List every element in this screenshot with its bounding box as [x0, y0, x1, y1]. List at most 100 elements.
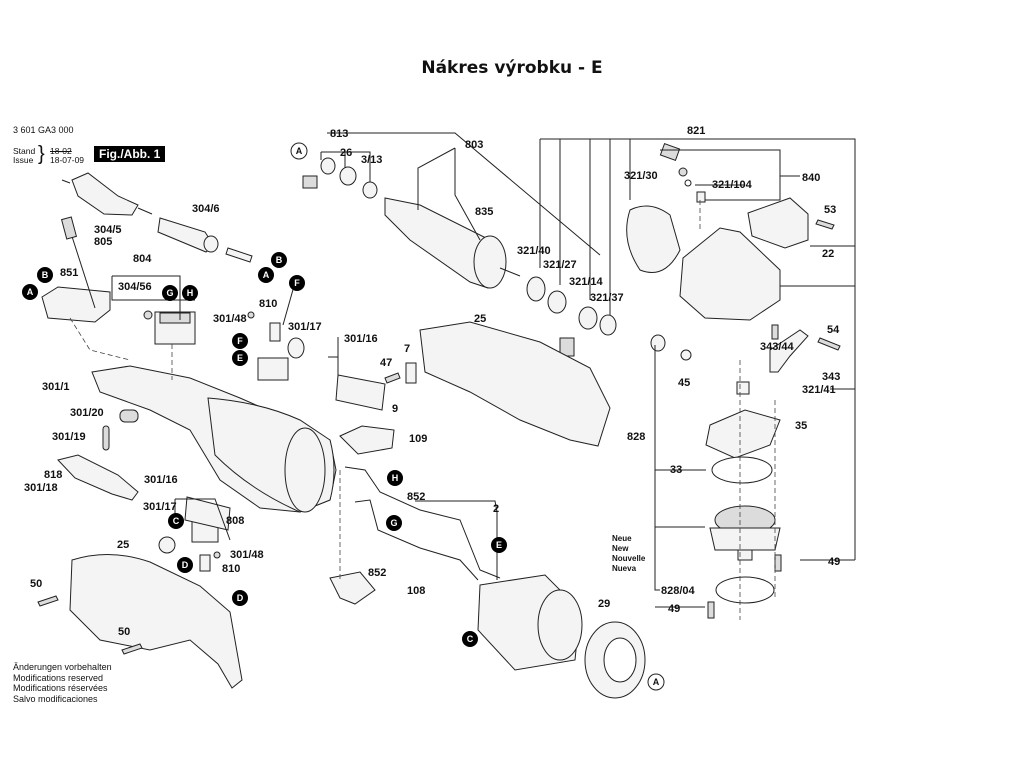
connector-marker-b: B	[271, 252, 287, 268]
ring	[547, 290, 567, 314]
cable-sleeve	[157, 217, 253, 263]
connector-marker-a: A	[22, 284, 38, 300]
stand-label: Stand	[13, 146, 36, 156]
gear-housing	[626, 142, 835, 321]
svg-text:D: D	[182, 560, 189, 570]
svg-text:A: A	[653, 677, 660, 687]
insulation-sheet	[184, 496, 231, 531]
part-label: 29	[598, 598, 610, 610]
svg-text:C: C	[467, 634, 474, 644]
svg-text:G: G	[390, 518, 397, 528]
part-label: 818	[44, 469, 62, 481]
rear-handle-housing	[419, 321, 611, 447]
part-label: 49	[828, 556, 840, 568]
part-label: 343/44	[760, 341, 795, 353]
svg-text:G: G	[166, 288, 173, 298]
part-label: 852	[368, 567, 386, 579]
part-label: 321/30	[624, 170, 658, 182]
svg-text:D: D	[237, 593, 244, 603]
screw	[707, 601, 715, 619]
dashed-assembly-lines	[69, 200, 776, 620]
part-label: 828	[627, 431, 645, 443]
switch-rod	[57, 454, 139, 501]
connector-marker-h: H	[182, 285, 198, 301]
retaining-ring	[526, 276, 546, 302]
bearing	[599, 314, 617, 336]
wire-harness	[354, 499, 479, 581]
connector-marker-e: E	[232, 350, 248, 366]
part-label: 301/48	[230, 549, 264, 561]
new-part-note: Neue New Nouvelle Nueva	[612, 534, 645, 574]
wire-harness	[344, 466, 501, 579]
part-label: 803	[465, 139, 483, 151]
part-label: 26	[340, 147, 352, 159]
connector-marker-a: A	[290, 142, 308, 160]
part-label: 45	[678, 377, 690, 389]
svg-text:H: H	[187, 288, 194, 298]
armature	[384, 197, 521, 289]
part-label: 2	[493, 503, 499, 515]
svg-text:E: E	[237, 353, 243, 363]
part-label: 301/16	[144, 474, 178, 486]
connector-marker-h: H	[387, 470, 403, 486]
part-label: 301/48	[213, 313, 247, 325]
part-label: 805	[94, 236, 112, 248]
part-label: 804	[133, 253, 152, 265]
note-fr: Modifications réservées	[13, 683, 108, 693]
part-label: 321/14	[569, 276, 604, 288]
figure-badge: Fig./Abb. 1	[94, 146, 166, 162]
part-label: 321/41	[802, 384, 836, 396]
svg-text:C: C	[173, 516, 180, 526]
part-label: 301/20	[70, 407, 104, 419]
cover-sheet	[335, 374, 386, 411]
svg-text:H: H	[392, 473, 399, 483]
parts-layer	[37, 142, 841, 699]
part-label: 108	[407, 585, 425, 597]
power-plug	[61, 172, 153, 216]
stand-issue-labels: Stand Issue	[13, 147, 35, 165]
field-coil	[477, 574, 583, 671]
revision-dates: 18-02 18-07-09	[50, 147, 84, 165]
svg-text:E: E	[496, 540, 502, 550]
connector-marker-b: B	[37, 267, 53, 283]
connector-marker-a: A	[647, 673, 665, 691]
o-ring	[715, 576, 775, 604]
part-label: 813	[330, 128, 348, 140]
switch-block	[143, 310, 196, 345]
part-label: 851	[60, 267, 78, 279]
page-title: Nákres výrobku - E	[421, 58, 603, 78]
part-label: 301/18	[24, 482, 58, 494]
part-label: 50	[30, 578, 42, 590]
switch-holder	[41, 216, 111, 323]
part-label: 821	[687, 125, 705, 137]
screw	[384, 372, 401, 384]
air-guide-ring	[584, 621, 646, 699]
brace-symbol: }	[38, 143, 45, 165]
part-label: 304/56	[118, 281, 152, 293]
part-label: 49	[668, 603, 680, 615]
connector-marker-d: D	[232, 590, 248, 606]
part-label: 3/13	[361, 154, 382, 166]
part-label: 25	[117, 539, 129, 551]
new-note-fr: Nouvelle	[612, 554, 646, 563]
spring	[119, 409, 139, 423]
latch	[405, 362, 417, 384]
part-label: 852	[407, 491, 425, 503]
part-label: 810	[259, 298, 277, 310]
bearing	[362, 181, 378, 199]
bearing	[339, 166, 357, 186]
part-label: 835	[475, 206, 493, 218]
part-label: 33	[670, 464, 682, 476]
part-label: 7	[404, 343, 410, 355]
part-label: 343	[822, 371, 840, 383]
connector-marker-a: A	[258, 267, 274, 283]
part-label: 808	[226, 515, 244, 527]
part-label: 25	[474, 313, 486, 325]
part-label: 321/104	[712, 179, 753, 191]
part-label: 301/1	[42, 381, 70, 393]
flange-gasket	[705, 409, 781, 459]
new-note-de: Neue	[612, 534, 632, 543]
motor-housing	[91, 365, 337, 513]
